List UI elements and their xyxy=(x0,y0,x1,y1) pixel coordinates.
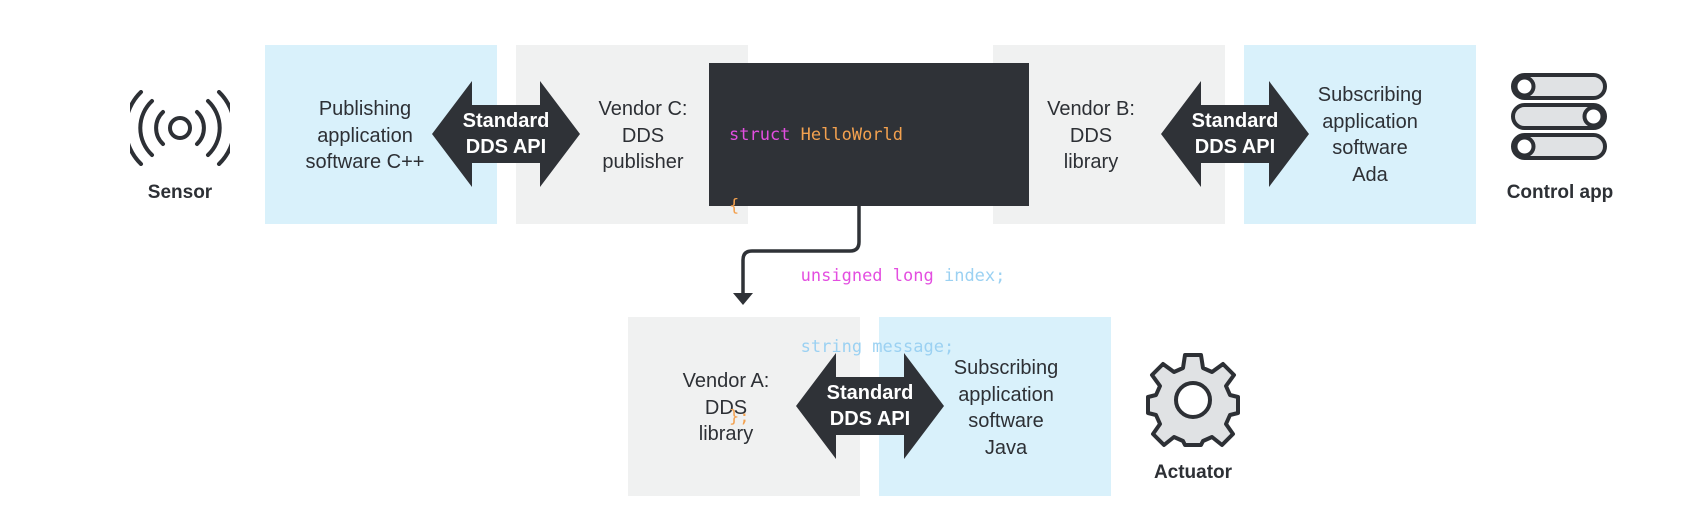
control-app-label: Control app xyxy=(1506,182,1614,203)
double-arrow-icon xyxy=(796,353,944,459)
code-keyword: struct xyxy=(729,125,791,145)
control-app-icon xyxy=(1510,72,1610,162)
subscriber-ada-label: Subscribing application software Ada xyxy=(1317,84,1423,186)
double-arrow-icon xyxy=(1161,81,1309,187)
code-close-brace: }; xyxy=(729,407,750,427)
api-arrow-ada: Standard DDS API xyxy=(1161,81,1309,187)
code-identifier: string message; xyxy=(800,336,955,357)
subscriber-java-label: Subscribing application software Java xyxy=(953,357,1059,459)
vendor-a-label: Vendor A: DDS library xyxy=(682,370,770,445)
vendor-b-label: Vendor B: DDS library xyxy=(1047,98,1135,173)
gear-icon xyxy=(1145,352,1241,448)
code-open-brace: { xyxy=(729,195,740,216)
double-arrow-icon xyxy=(432,81,580,187)
code-type: HelloWorld xyxy=(800,125,904,145)
vendor-c-label: Vendor C: DDS publisher xyxy=(598,98,688,173)
actuator-label: Actuator xyxy=(1153,462,1233,483)
api-arrow-java: Standard DDS API xyxy=(796,353,944,459)
publisher-app-label: Publishing application software C++ xyxy=(305,98,425,173)
code-identifier: index; xyxy=(943,266,1006,286)
api-arrow-publisher: Standard DDS API xyxy=(432,81,580,187)
sensor-icon xyxy=(123,90,237,166)
code-keyword: unsigned long xyxy=(800,266,934,286)
idl-code-block: struct HelloWorld { unsigned long index;… xyxy=(709,63,1029,427)
sensor-label: Sensor xyxy=(147,182,213,203)
